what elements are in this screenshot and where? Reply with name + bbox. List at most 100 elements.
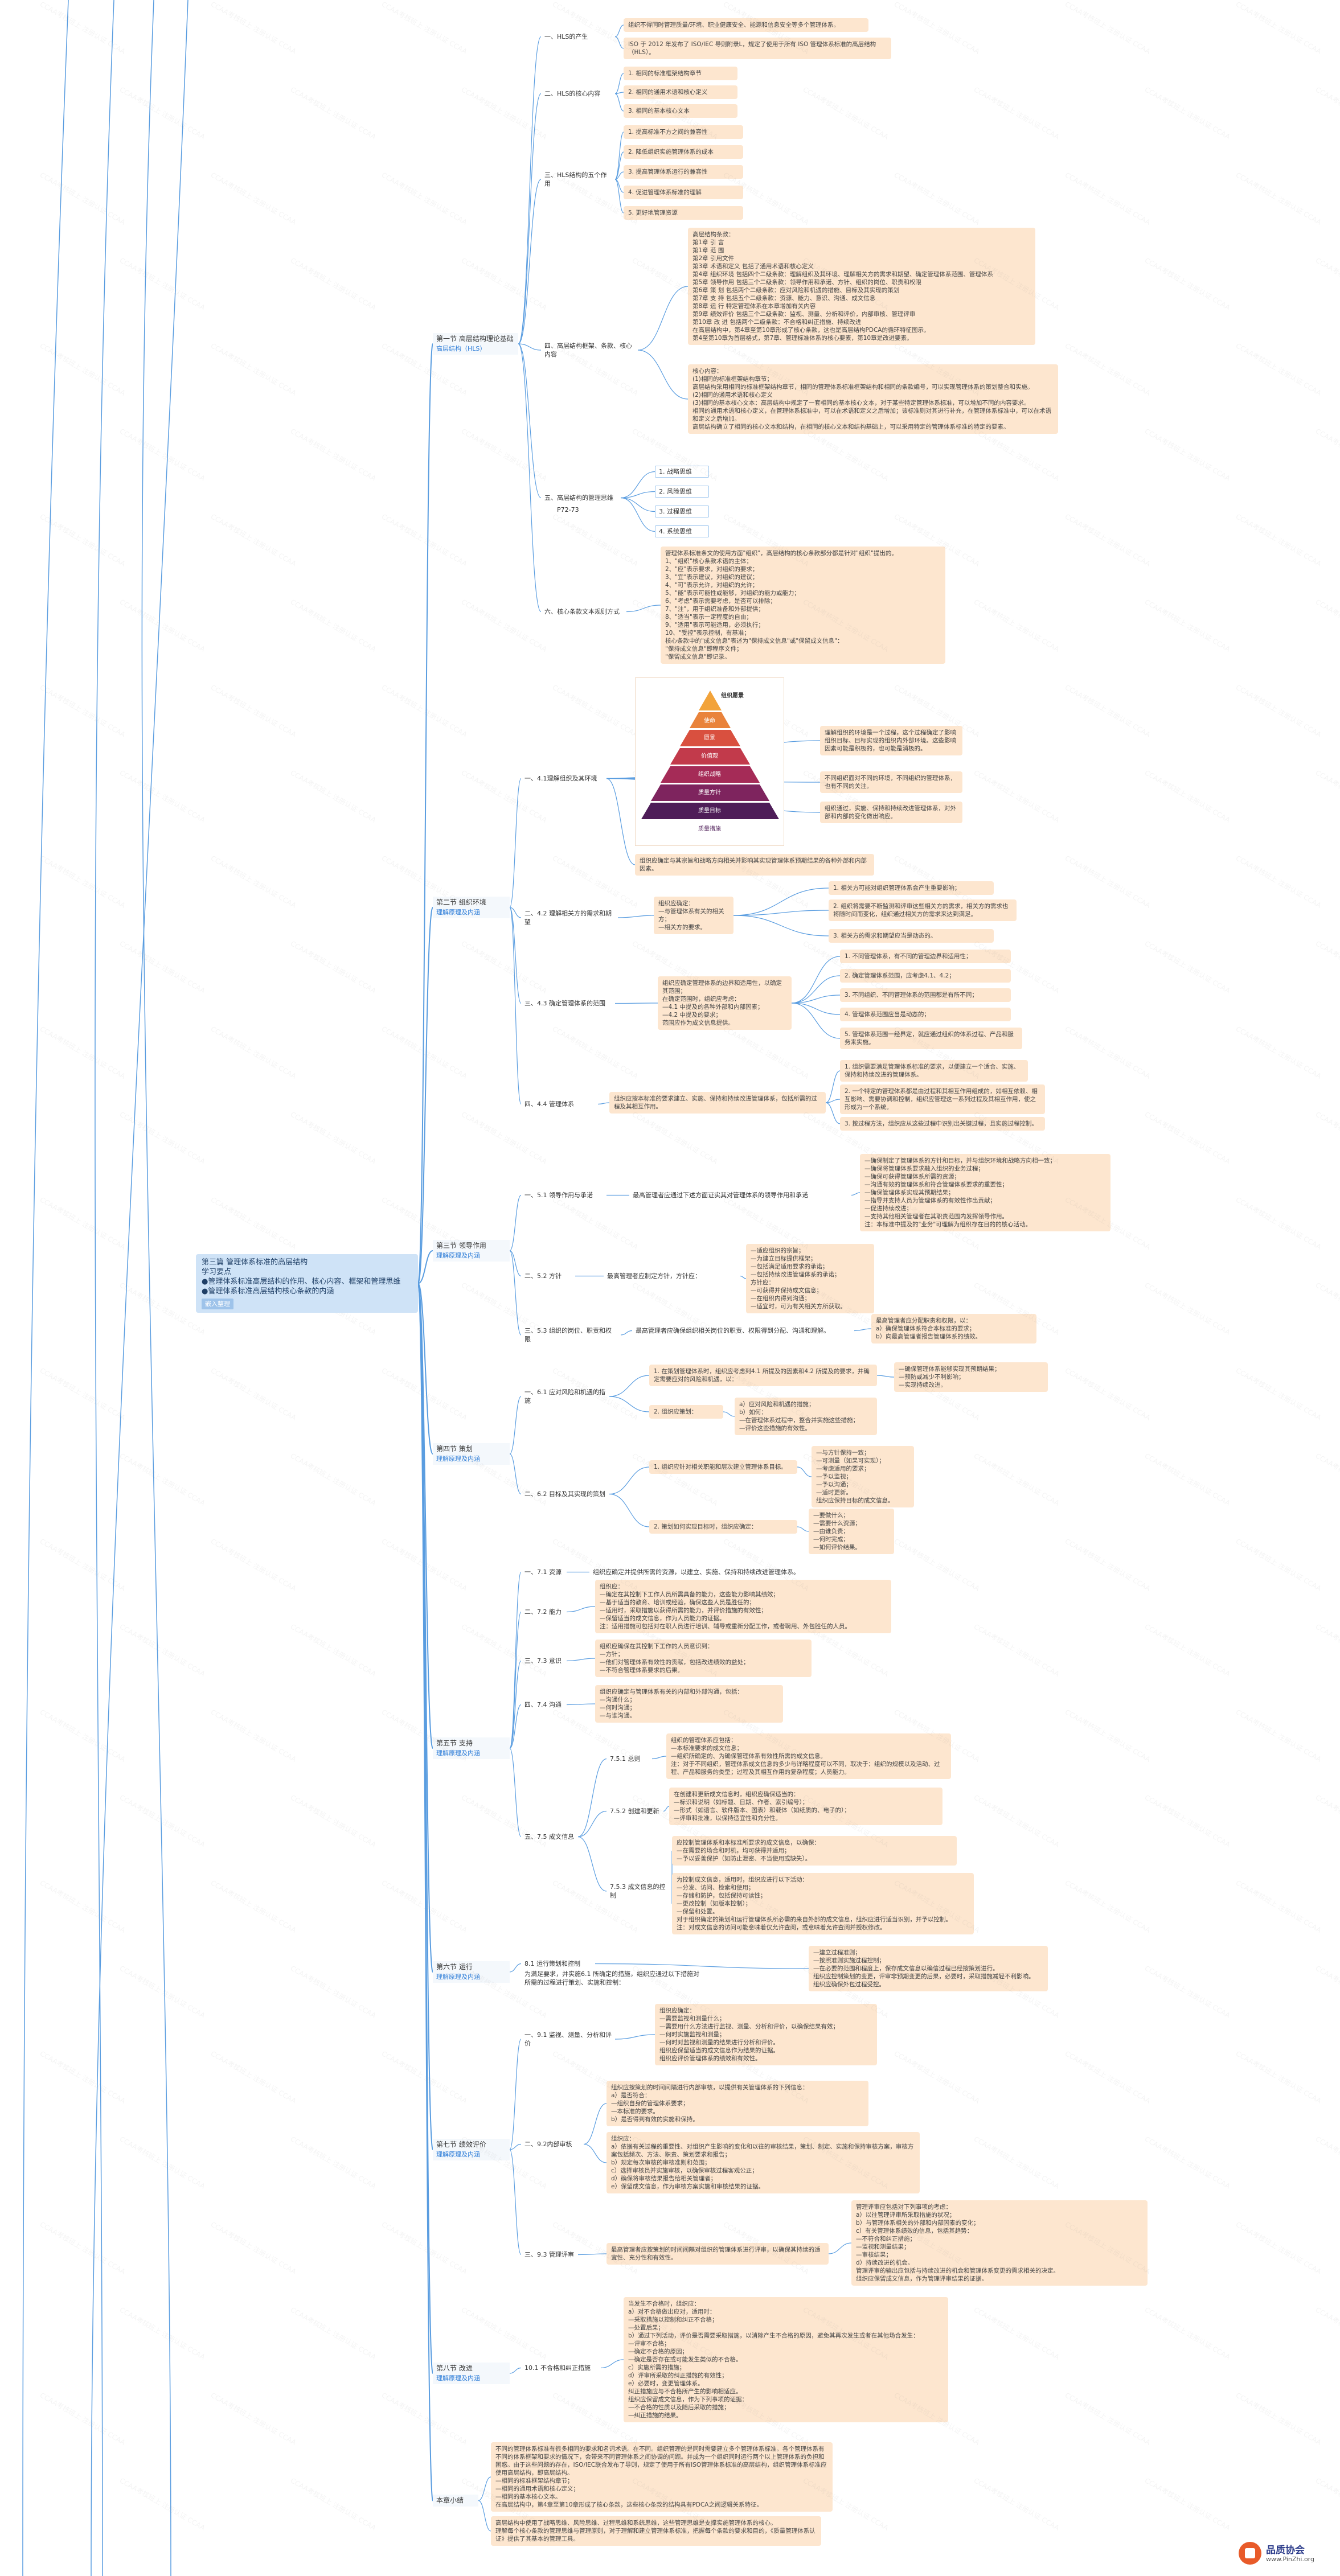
branch-node[interactable]: 四、7.4 沟通	[521, 1699, 567, 1710]
leaf-note[interactable]: 2. 降低组织实施管理体系的成本	[624, 145, 743, 159]
logo-icon	[1239, 2542, 1261, 2565]
leaf-note[interactable]: 4. 促进管理体系标准的理解	[624, 186, 743, 199]
brand-logo: 品质协会 www.PinZhi.org	[1239, 2541, 1330, 2568]
section-node[interactable]: 第八节 改进理解原理及内涵	[433, 2363, 510, 2384]
section-node[interactable]: 第二节 组织环境理解原理及内涵	[433, 897, 510, 918]
section-title: 第八节 改进	[436, 2364, 473, 2372]
branch-node[interactable]: 二、HLS的核心内容	[541, 88, 615, 99]
leaf-note[interactable]: 当发生不合格时，组织应： a）对不合格做出应对，适用时： —采取措施以控制和纠正…	[624, 2297, 948, 2422]
connector-line	[829, 2243, 851, 2254]
connector-line	[584, 2144, 607, 2163]
branch-node[interactable]: 7.5.3 成文信息的控制	[607, 1881, 672, 1901]
branch-node[interactable]: 三、9.3 管理评审	[521, 2249, 578, 2260]
section-subtitle: 理解原理及内涵	[436, 908, 506, 917]
leaf-note[interactable]: 1. 相同的标准框架结构章节	[624, 67, 737, 80]
branch-node[interactable]: 2. 风险思维	[655, 486, 709, 498]
leaf-note[interactable]: 1. 组织需要满足管理体系标准的要求，以便建立一个适合、实施、保持和持续改进的管…	[840, 1060, 1028, 1082]
branch-node[interactable]: 二、7.2 能力	[521, 1607, 567, 1617]
connector-line	[510, 2368, 521, 2374]
connector-line	[567, 1704, 595, 1705]
section-subtitle: 理解原理及内涵	[436, 2374, 506, 2382]
branch-node[interactable]: 五、高层结构的管理思维	[541, 492, 621, 503]
leaf-note[interactable]: 组织应确定与管理体系有关的内部和外部沟通，包括： —沟通什么； —何时沟通； —…	[595, 1685, 783, 1723]
leaf-note[interactable]: 1. 提高标准不方之间的兼容性	[624, 125, 743, 139]
leaf-note[interactable]: —确保制定了管理体系的方针和目标，并与组织环境和战略方向相一致； —确保将管理体…	[860, 1154, 1110, 1231]
leaf-note[interactable]: —与方针保持一致； —可测量（如果可实现）； —考虑适用的要求； —予以监视； …	[812, 1446, 914, 1507]
leaf-note[interactable]: 高层结构条款： 第1章 引 言 第1章 范 围 第2章 引用文件 第3章 术语和…	[688, 228, 1035, 345]
pyramid-layer	[699, 691, 722, 710]
connector-line	[854, 1329, 871, 1331]
leaf-note[interactable]: 3. 相关方的需求和期望应当是动态的。	[829, 929, 994, 943]
section-title: 第四节 策划	[436, 1445, 473, 1453]
pyramid-title: 组织愿景	[721, 692, 744, 700]
section-node[interactable]: 第一节 高层结构理论基础高层结构（HLS）	[433, 333, 518, 355]
decorative-arc	[142, 0, 171, 2576]
branch-node[interactable]: 4. 系统思维	[655, 525, 709, 537]
leaf-note[interactable]: 组织通过，实施、保持和持续改进管理体系，对外部和内部的变化做出响应。	[820, 802, 962, 823]
leaf-note[interactable]: 2. 组织将需要不断监测和评审这些相关方的需求，相关方的需求也将随时间而变化，组…	[829, 899, 1017, 921]
branch-node[interactable]: 10.1 不合格和纠正措施	[521, 2363, 601, 2373]
leaf-note[interactable]: 核心内容： (1)相同的标准框架结构章节； 高层结构采用相同的标准框架结构章节，…	[688, 364, 1058, 434]
branch-node[interactable]: 为满足要求，并实施6.1 所确定的措施，组织应通过以下措施对所需的过程进行策划、…	[521, 1969, 703, 1988]
leaf-note[interactable]: 组织应确定： —与管理体系有关的相关方； —相关方的要求。	[654, 897, 733, 934]
branch-node[interactable]: 最高管理者应制定方针，方针应：	[604, 1271, 740, 1281]
connector-line	[797, 1467, 812, 1477]
branch-node[interactable]: 一、4.1理解组织及其环境	[521, 773, 607, 784]
branch-node[interactable]: 3. 过程思维	[655, 506, 709, 517]
leaf-note[interactable]: 3. 按过程方法，组织应从这些过程中识别出关键过程，且实施过程控制。	[840, 1117, 1045, 1131]
leaf-note[interactable]: 组织应按策划的时间间隔进行内部审核，以提供有关管理体系的下列信息： a）是否符合…	[607, 2081, 868, 2126]
leaf-note[interactable]: 4. 管理体系范围应当是动态的；	[840, 1008, 1011, 1021]
branch-node[interactable]: 最高管理者应通过下述方面证实其对管理体系的领导作用和承诺	[629, 1190, 851, 1201]
section-node[interactable]: 第三节 领导作用理解原理及内涵	[433, 1240, 510, 1262]
connector-line	[510, 1396, 521, 1454]
branch-node[interactable]: 二、4.2 理解相关方的需求和期望	[521, 908, 618, 927]
pyramid-label: 价值观	[636, 752, 784, 761]
root-line: ●管理体系标准高层结构的作用、核心内容、框架和管理思维	[202, 1277, 412, 1287]
branch-node[interactable]: 二、5.2 方针	[521, 1271, 575, 1281]
root-node[interactable]: 第三篇 管理体系标准的高层结构 学习要点 ●管理体系标准高层结构的作用、核心内容…	[196, 1254, 418, 1313]
leaf-note[interactable]: 3. 不同组织、不同管理体系的范围都是有所不同；	[840, 988, 1011, 1002]
pyramid-graphic	[636, 678, 785, 847]
connector-line	[510, 1195, 521, 1251]
branch-node[interactable]: 8.1 运行策划和控制	[521, 1958, 595, 1969]
leaf-note[interactable]: 组织应确定管理体系的边界和适用性，以确定其范围； 在确定范围时，组织应考虑： —…	[658, 976, 792, 1030]
connector-line	[792, 1003, 840, 1014]
leaf-note[interactable]: 2. 组织应策划：	[649, 1405, 723, 1419]
branch-node[interactable]: 六、核心条款文本规则方式	[541, 606, 626, 617]
leaf-note[interactable]: 1. 在策划管理体系时，组织应考虑到4.1 所提及的因素和4.2 所提及的要求，…	[649, 1365, 877, 1386]
section-title: 本章小结	[436, 2496, 464, 2504]
connector-line	[621, 498, 655, 532]
connector-line	[510, 907, 521, 1004]
leaf-note[interactable]: —要做什么； —需要什么资源； —由谁负责； —何时完成； —如何评价结果。	[809, 1509, 894, 1554]
leaf-note[interactable]: 组织应按本标准的要求建立、实施、保持和持续改进管理体系，包括所需的过程及其相互作…	[609, 1092, 826, 1114]
branch-node[interactable]: 最高管理者应确保组织相关岗位的职责、权限得到分配、沟通和理解。	[632, 1325, 854, 1336]
leaf-note[interactable]: 组织应确定： —需要监视和测量什么； —需要用什么方法进行监视、测量、分析和评价…	[655, 2004, 877, 2065]
leaf-note[interactable]: 组织应： a）依据有关过程的重要性、对组织产生影响的变化和以往的审核结果，策划、…	[607, 2132, 920, 2193]
leaf-note[interactable]: 1. 相关方可能对组织管理体系会产生重要影响；	[829, 881, 994, 895]
branch-node[interactable]: 二、9.2内部审核	[521, 2139, 584, 2150]
branch-node[interactable]: 三、4.3 确定管理体系的范围	[521, 998, 615, 1009]
leaf-note[interactable]: 2. 策划如何实现目标时，组织应确定：	[649, 1520, 797, 1534]
pyramid-figure: 组织愿景 使命 愿景 价值观 组织战略 质量方针 质量目标 质量措施	[635, 677, 784, 846]
connector-line	[607, 779, 635, 865]
connector-line	[578, 1811, 607, 1837]
connector-line	[797, 1527, 809, 1531]
branch-node[interactable]: 一、9.1 监视、测量、分析和评价	[521, 2029, 615, 2049]
connector-line	[621, 472, 655, 498]
section-node[interactable]: 本章小结	[433, 2495, 478, 2507]
leaf-note[interactable]: 最高管理者应分配职责和权限，以： a）确保管理体系符合本标准的要求； b）向最高…	[871, 1314, 1036, 1344]
branch-node[interactable]: 四、4.4 管理体系	[521, 1099, 598, 1110]
branch-node[interactable]: 一、7.1 资源	[521, 1567, 567, 1577]
root-title: 第三篇 管理体系标准的高层结构	[202, 1258, 412, 1267]
connector-line	[598, 1103, 609, 1104]
connector-line	[510, 1964, 521, 1973]
leaf-note[interactable]: 5. 更好地管理资源	[624, 206, 743, 220]
section-subtitle: 高层结构（HLS）	[436, 344, 515, 353]
connector-line	[826, 1103, 840, 1124]
leaf-note[interactable]: —适应组织的宗旨； —为建立目标提供框架； —包括满足适用要求的承诺； —包括持…	[746, 1244, 874, 1313]
leaf-note[interactable]: 理解组织的环境是一个过程，这个过程确定了影响组织目标、目标实现的组织内外部环境。…	[820, 726, 962, 755]
root-tag: 嵌入整理	[202, 1299, 233, 1309]
leaf-note[interactable]: ISO 于 2012 年发布了 ISO/IEC 导则附录L，规定了使用于所有 I…	[624, 38, 891, 59]
connector-line	[615, 73, 624, 94]
leaf-note[interactable]: 2. 一个特定的管理体系都是由过程和其相互作用组成的，如相互依赖、相互影响、需要…	[840, 1084, 1045, 1114]
